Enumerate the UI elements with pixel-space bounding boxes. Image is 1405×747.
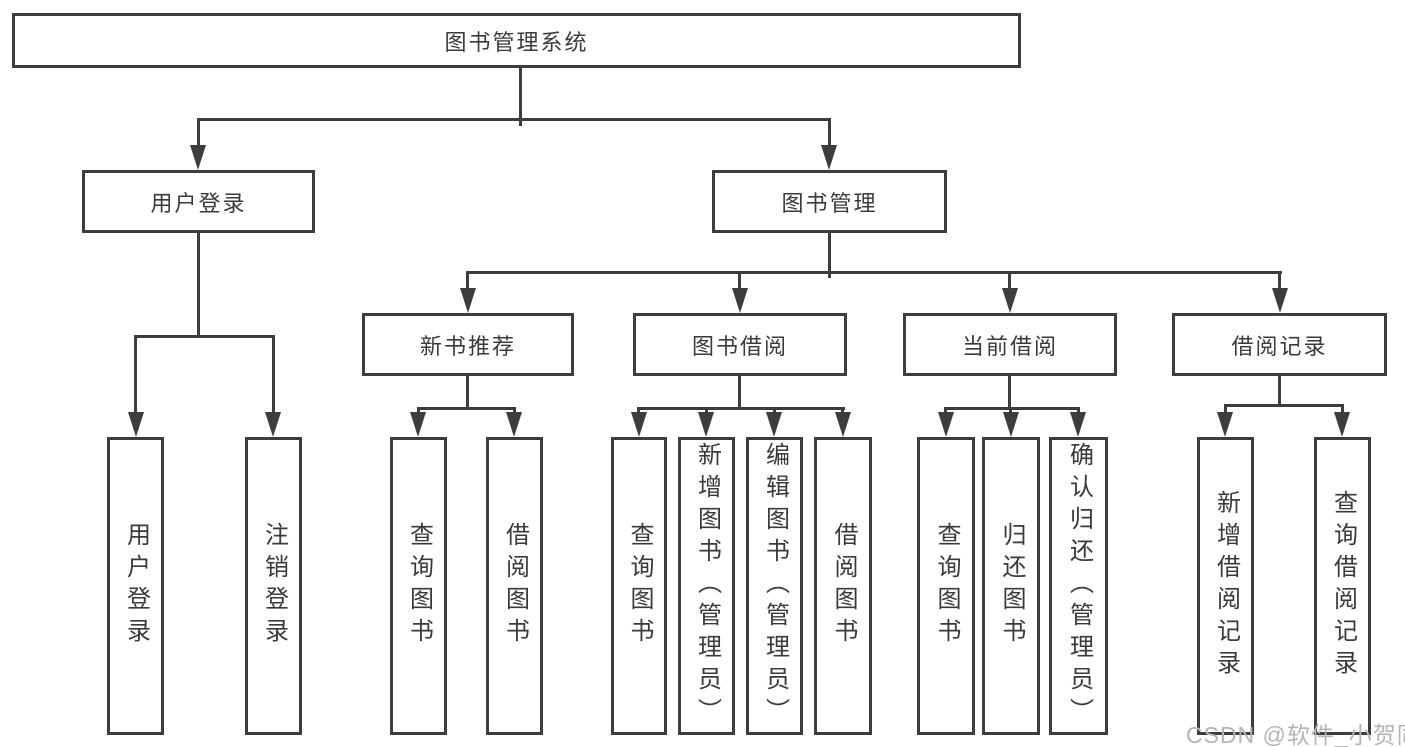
node-new-book-recommend-label: 新书推荐 xyxy=(419,333,516,359)
connector-g4-stub-2 xyxy=(1009,407,1012,413)
arrow-down-g4-3 xyxy=(1070,412,1086,437)
arrow-down-g2-2 xyxy=(506,412,522,437)
arrow-down-g2-1 xyxy=(410,412,426,437)
connector-user-login-stub xyxy=(197,118,200,145)
node-book-management-label: 图书管理 xyxy=(781,190,878,216)
leaf-confirm-return-admin-label: 确认归还（管理员） xyxy=(1065,442,1093,730)
leaf-add-book-admin: 新增图书（管理员） xyxy=(678,437,735,735)
connector-g4-stem xyxy=(1008,376,1011,410)
arrow-down-new-book xyxy=(460,288,476,313)
connector-current-borrow-stub xyxy=(1008,271,1011,288)
connector-user-login-stem xyxy=(197,233,200,338)
leaf-logout-label: 注销登录 xyxy=(260,522,288,650)
leaf-return-books-label: 归还图书 xyxy=(998,522,1025,650)
arrow-down-current-borrow xyxy=(1002,288,1018,313)
connector-leaf-logout-stub xyxy=(272,335,275,412)
node-current-borrowing: 当前借阅 xyxy=(903,313,1117,376)
connector-new-book-stub xyxy=(466,271,469,288)
leaf-edit-book-admin-label: 编辑图书（管理员） xyxy=(761,442,789,730)
connector-g2-stem xyxy=(466,376,469,410)
leaf-query-borrow-record: 查询借阅记录 xyxy=(1314,437,1371,735)
arrow-down-g5-2 xyxy=(1334,412,1350,437)
connector-level3-rail xyxy=(466,271,1282,274)
leaf-borrow-books-2-label: 借阅图书 xyxy=(830,522,857,650)
connector-g3-stub-3 xyxy=(773,407,776,413)
node-user-login: 用户登录 xyxy=(82,170,315,233)
node-book-management: 图书管理 xyxy=(712,170,947,233)
connector-g3-stub-2 xyxy=(705,407,708,413)
arrow-down-leaf-logout xyxy=(265,412,281,437)
leaf-query-books-3-label: 查询图书 xyxy=(933,522,960,650)
connector-borrow-record-stub xyxy=(1278,271,1281,288)
arrow-down-g5-1 xyxy=(1217,412,1233,437)
connector-g5-stub-2 xyxy=(1341,404,1344,413)
arrow-down-g4-2 xyxy=(1003,412,1019,437)
connector-g5-rail xyxy=(1224,404,1344,407)
leaf-return-books: 归还图书 xyxy=(982,437,1040,735)
connector-root-stem xyxy=(519,68,522,121)
arrow-down-user-login xyxy=(190,145,206,170)
connector-book-borrow-stub xyxy=(738,271,741,288)
leaf-logout: 注销登录 xyxy=(245,437,302,735)
leaf-confirm-return-admin: 确认归还（管理员） xyxy=(1049,437,1108,735)
leaf-query-borrow-record-label: 查询借阅记录 xyxy=(1329,490,1357,682)
connector-g3-stem xyxy=(738,376,741,410)
node-book-borrowing-label: 图书借阅 xyxy=(691,333,788,359)
connector-g2-rail xyxy=(417,407,516,410)
node-user-login-label: 用户登录 xyxy=(150,190,247,216)
arrow-down-book-borrow xyxy=(732,288,748,313)
connector-user-login-rail xyxy=(134,335,275,338)
arrow-down-g3-3 xyxy=(766,412,782,437)
leaf-add-book-admin-label: 新增图书（管理员） xyxy=(693,442,721,730)
connector-g4-stub-3 xyxy=(1077,407,1080,413)
node-root: 图书管理系统 xyxy=(12,13,1021,68)
leaf-query-books-2-label: 查询图书 xyxy=(626,522,653,650)
arrow-down-g3-4 xyxy=(835,412,851,437)
leaf-query-books-2: 查询图书 xyxy=(611,437,667,735)
leaf-query-books-3: 查询图书 xyxy=(917,437,975,735)
connector-g2-stub-2 xyxy=(513,407,516,413)
arrow-down-borrow-record xyxy=(1272,288,1288,313)
connector-book-mgmt-stem xyxy=(828,233,831,274)
arrow-down-leaf-login xyxy=(128,412,144,437)
leaf-borrow-books-1: 借阅图书 xyxy=(486,437,543,735)
leaf-edit-book-admin: 编辑图书（管理员） xyxy=(746,437,803,735)
connector-g3-stub-1 xyxy=(637,407,640,413)
connector-leaf-login-stub xyxy=(134,335,137,412)
leaf-query-books-1-label: 查询图书 xyxy=(405,522,433,650)
connector-book-mgmt-junction-stub xyxy=(828,274,831,278)
node-book-borrowing: 图书借阅 xyxy=(633,313,847,376)
connector-g5-stub-1 xyxy=(1224,404,1227,413)
connector-level2-rail xyxy=(197,118,831,121)
connector-g3-rail xyxy=(637,407,845,410)
node-borrowing-records: 借阅记录 xyxy=(1172,313,1387,376)
arrow-down-g3-2 xyxy=(698,412,714,437)
connector-book-mgmt-stub xyxy=(828,118,831,145)
connector-g4-stub-1 xyxy=(944,407,947,413)
connector-g5-stem xyxy=(1278,376,1281,407)
leaf-query-books-1: 查询图书 xyxy=(390,437,447,735)
leaf-user-login: 用户登录 xyxy=(107,437,164,735)
node-borrowing-records-label: 借阅记录 xyxy=(1231,333,1328,359)
leaf-user-login-label: 用户登录 xyxy=(122,522,150,650)
node-new-book-recommend: 新书推荐 xyxy=(362,313,574,376)
connector-g4-rail xyxy=(944,407,1080,410)
csdn-watermark: CSDN @软件_小贺同学 xyxy=(1186,722,1405,747)
node-current-borrowing-label: 当前借阅 xyxy=(961,333,1058,359)
connector-g3-stub-4 xyxy=(841,407,844,413)
leaf-add-borrow-record: 新增借阅记录 xyxy=(1197,437,1254,735)
leaf-borrow-books-1-label: 借阅图书 xyxy=(501,522,529,650)
arrow-down-book-mgmt xyxy=(821,145,837,170)
leaf-add-borrow-record-label: 新增借阅记录 xyxy=(1212,490,1240,682)
connector-root-junction-stub xyxy=(519,121,522,126)
leaf-borrow-books-2: 借阅图书 xyxy=(814,437,872,735)
connector-g2-stub-1 xyxy=(417,407,420,413)
node-root-label: 图书管理系统 xyxy=(444,29,589,55)
arrow-down-g3-1 xyxy=(631,412,647,437)
arrow-down-g4-1 xyxy=(938,412,954,437)
